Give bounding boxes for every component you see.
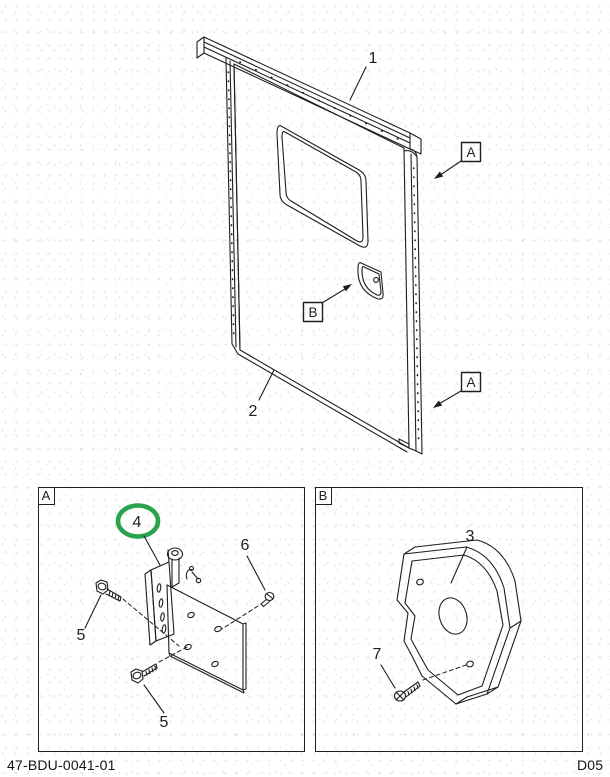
mounting-plate — [166, 584, 247, 694]
bolt-upper — [95, 579, 180, 647]
vent-plate-illustration: 3 7 — [373, 528, 522, 705]
hinge-bracket-illustration: 4 — [77, 503, 275, 731]
hinge-pin — [185, 565, 202, 584]
door-panel — [233, 63, 410, 453]
callout-2: 2 — [249, 369, 275, 420]
callout-4: 4 — [115, 503, 161, 566]
hinge-strap — [144, 561, 175, 646]
door-assembly-illustration: 1 2 A A B — [196, 36, 482, 455]
detail-a-marker-lower-letter: A — [466, 375, 475, 390]
arrow-icon — [433, 400, 443, 408]
arrow-icon — [342, 284, 352, 292]
vent-opening — [357, 262, 384, 300]
detail-a-marker-upper: A — [434, 141, 482, 179]
callout-7: 7 — [373, 646, 396, 689]
callout-5-lower-label: 5 — [160, 714, 169, 731]
callout-5-lower: 5 — [143, 684, 169, 731]
arrow-icon — [434, 171, 444, 179]
callout-2-label: 2 — [249, 403, 258, 420]
callout-3: 3 — [450, 528, 475, 584]
detail-b-marker: B — [302, 284, 352, 323]
door-right-edge-channel — [403, 150, 423, 455]
highlight-circle — [115, 503, 161, 539]
detail-a-marker-upper-letter: A — [466, 145, 475, 160]
detail-a-view: A 4 — [37, 486, 305, 752]
screw-6 — [221, 591, 275, 630]
detail-b-marker-letter: B — [308, 305, 317, 320]
detail-a-marker-lower: A — [433, 371, 482, 408]
bolt-lower — [130, 646, 188, 684]
page-code: D05 — [577, 757, 604, 773]
callout-3-label: 3 — [466, 528, 475, 545]
screw-7 — [393, 664, 467, 702]
window-opening — [276, 125, 369, 248]
hinge-knuckle — [166, 547, 184, 588]
detail-a-view-label: A — [37, 486, 55, 505]
detail-b-view-label: B — [314, 486, 332, 505]
callout-5-upper: 5 — [77, 594, 102, 644]
vent-plate — [396, 539, 522, 705]
callout-7-label: 7 — [373, 646, 382, 663]
callout-6: 6 — [241, 537, 266, 591]
callout-1-label: 1 — [369, 50, 378, 67]
document-number: 47-BDU-0041-01 — [7, 757, 116, 773]
callout-5-upper-label: 5 — [77, 627, 86, 644]
detail-b-view: B 3 — [314, 486, 583, 752]
door-left-frame — [225, 57, 241, 355]
callout-4-label: 4 — [133, 514, 142, 531]
drip-rail — [196, 36, 422, 158]
callout-6-label: 6 — [241, 537, 250, 554]
callout-1: 1 — [349, 50, 378, 101]
